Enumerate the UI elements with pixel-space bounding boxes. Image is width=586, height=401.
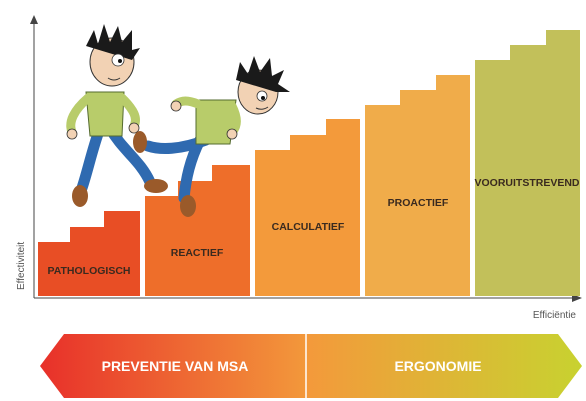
step-calculatief: CALCULATIEF [255,119,360,296]
step-label: REACTIEF [171,247,224,259]
step-label: VOORUITSTREVEND [474,177,579,189]
step-vooruitstrevend: VOORUITSTREVEND [474,30,580,296]
y-axis-arrow-icon [30,15,38,24]
step-reactief: REACTIEF [145,165,250,296]
step-shape [365,75,470,296]
band-left-label: PREVENTIE VAN MSA [102,358,249,374]
step-shape [145,165,250,296]
step-label: PROACTIEF [388,197,449,209]
band-right-label: ERGONOMIE [394,358,481,374]
step-shape [475,30,580,296]
x-axis-label: Efficiëntie [533,310,577,321]
staircase: PATHOLOGISCH REACTIEF CALCULATIEF PROACT… [38,30,580,296]
walking-boy-icon [133,56,290,217]
step-shape [38,211,140,296]
step-proactief: PROACTIEF [365,75,470,296]
step-pathologisch: PATHOLOGISCH [38,211,140,296]
step-label: CALCULATIEF [272,221,345,233]
step-shape [255,119,360,296]
band-arrow-shape [40,334,582,398]
step-label: PATHOLOGISCH [47,265,130,277]
axes: Effectiviteit Efficiëntie [16,15,582,321]
y-axis-label: Effectiviteit [16,242,27,290]
bottom-band: PREVENTIE VAN MSA ERGONOMIE [40,334,582,398]
running-boy-icon [66,24,168,207]
